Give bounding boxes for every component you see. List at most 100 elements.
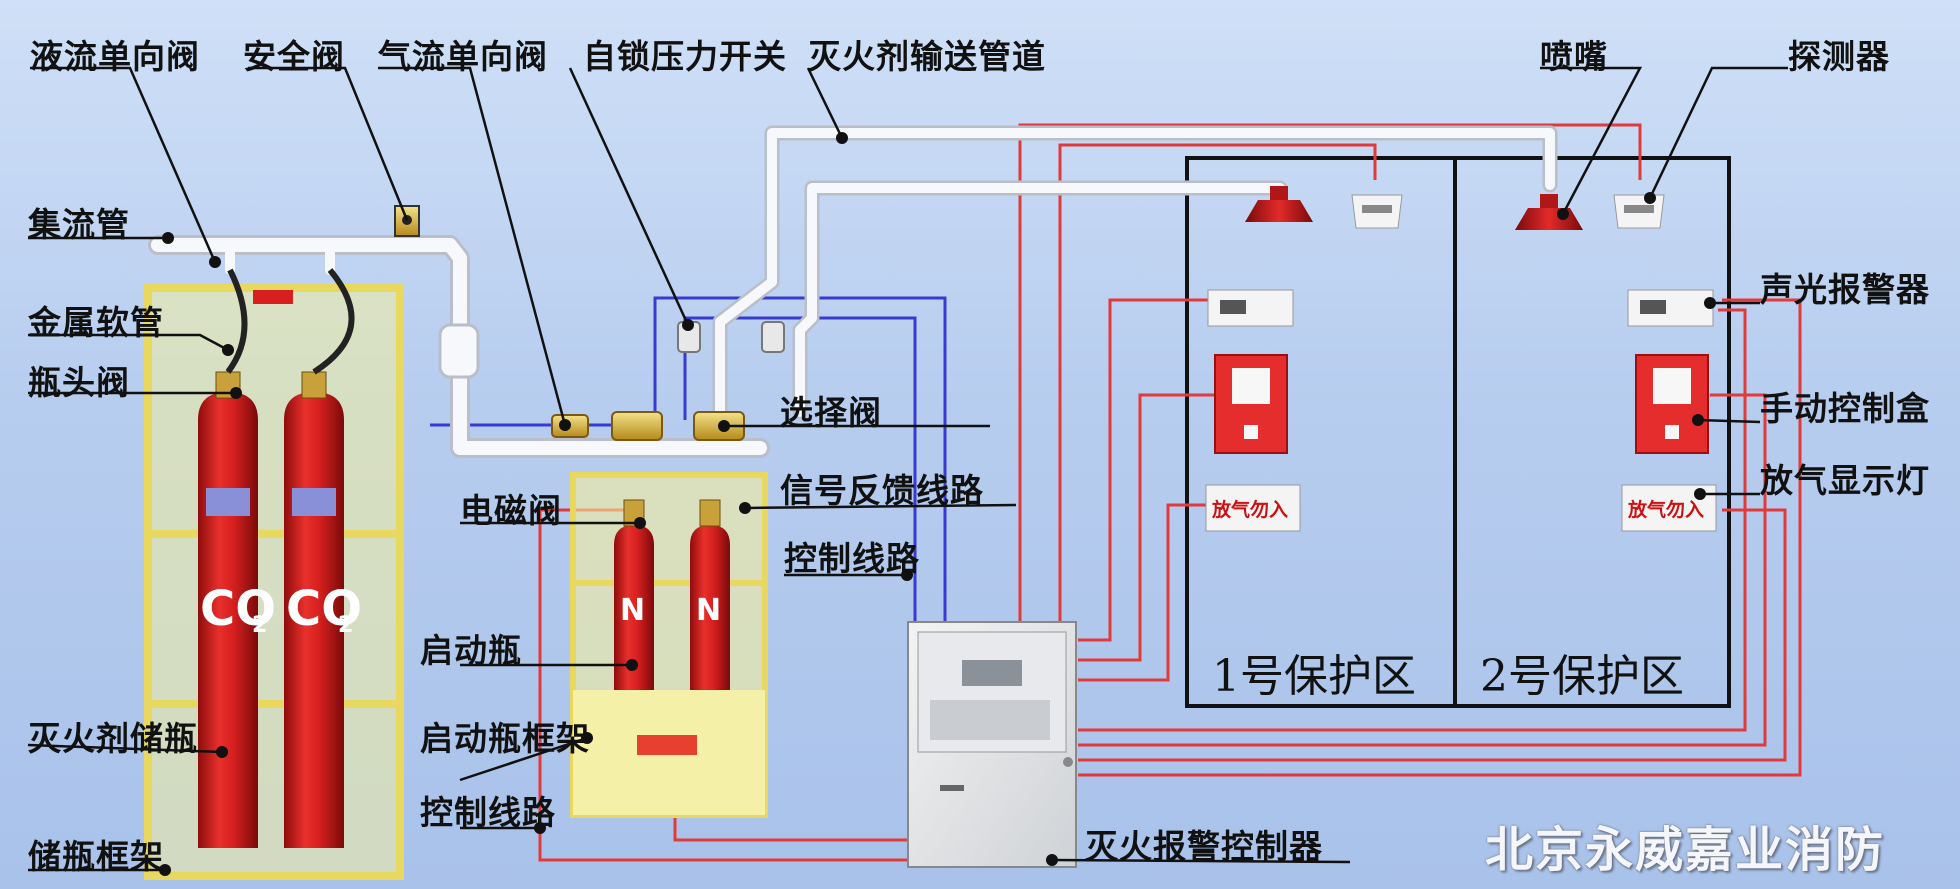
- selector-valve-1: [611, 411, 663, 441]
- n2-bottle-2-valve: [699, 499, 721, 527]
- dot-pressure-switch: [682, 319, 694, 331]
- start-bottle-frame: [570, 472, 768, 818]
- label-liquid-check-valve: 液流单向阀: [30, 37, 200, 76]
- label-solenoid-valve: 电磁阀: [460, 491, 562, 530]
- manifold-fitting: [438, 323, 480, 379]
- controller-screen: [962, 660, 1022, 686]
- alarm-controller: [907, 621, 1077, 868]
- n2-bottle-2-body: [690, 525, 730, 690]
- dot-storage-frame: [159, 864, 171, 876]
- leader-controller: [1051, 858, 1351, 864]
- label-agent-bottle: 灭火剂储瓶: [28, 719, 198, 758]
- dot-solenoid-valve: [634, 517, 646, 529]
- watermark: 北京永威嘉业消防: [1485, 822, 1886, 878]
- dot-detector: [1644, 192, 1656, 204]
- selector-valves: [551, 321, 785, 441]
- dot-delivery-pipe: [836, 132, 848, 144]
- storage-frame-bar-1: [148, 530, 400, 538]
- wire-alarm-2: [1078, 308, 1747, 732]
- co2-bottle-2-sub: 2: [338, 613, 353, 638]
- dot-liquid-check-valve: [209, 256, 221, 268]
- label-storage-frame: 储瓶框架: [28, 837, 164, 876]
- zone2-manual-button: [1665, 425, 1679, 439]
- co2-bottle-2-text: CO: [286, 581, 362, 637]
- wire-lamp-2: [1078, 508, 1787, 762]
- label-alarm: 声光报警器: [1760, 270, 1930, 309]
- dot-control-line-2: [534, 822, 546, 834]
- label-flex-hose: 金属软管: [28, 303, 164, 342]
- label-detector: 探测器: [1788, 37, 1890, 76]
- dot-start-bottle: [626, 659, 638, 671]
- dot-bottle-valve: [230, 387, 242, 399]
- zone1-nozzle-neck: [1270, 186, 1288, 200]
- dot-start-frame: [581, 732, 593, 744]
- leader-start-frame: [459, 736, 588, 782]
- n2-bottle-2: N: [690, 499, 730, 690]
- zones-outline: [1185, 156, 1731, 708]
- controller-keypad: [930, 700, 1050, 740]
- wire-lamp-1: [1078, 503, 1210, 682]
- leader-flex-hose: [28, 333, 229, 352]
- dot-alarm: [1704, 297, 1716, 309]
- zone2-devices: 放气勿入: [1515, 194, 1717, 532]
- leader-detector: [1648, 66, 1788, 199]
- controller-slot: [940, 785, 964, 791]
- zone2-manual-window: [1653, 368, 1691, 404]
- controller-lock: [1063, 757, 1073, 767]
- zone1-devices: 放气勿入: [1205, 186, 1403, 532]
- zone2-release-lamp: [1621, 484, 1717, 532]
- leader-nozzle: [1540, 66, 1643, 215]
- dot-manual-box: [1692, 414, 1704, 426]
- storage-frame-outline: [144, 284, 404, 880]
- dot-release-lamp: [1694, 488, 1706, 500]
- protection-zones: [1185, 156, 1731, 708]
- dot-nozzle: [1557, 208, 1569, 220]
- wire-feedback-b: [653, 296, 947, 625]
- label-feedback-line: 信号反馈线路: [780, 471, 984, 510]
- label-nozzle: 喷嘴: [1540, 37, 1608, 76]
- wire-detector-2: [1018, 123, 1642, 625]
- wire-alarm-1: [1078, 298, 1210, 642]
- leader-gas-check-valve: [378, 66, 567, 426]
- wire-manual-1: [1078, 393, 1218, 662]
- zone1-manual-window: [1232, 368, 1270, 404]
- zone2-release-text: 放气勿入: [1627, 498, 1704, 521]
- start-frame-bar: [573, 580, 765, 586]
- control-wires-red: [538, 123, 1802, 862]
- storage-frame: [144, 284, 404, 880]
- dot-manifold: [162, 232, 174, 244]
- dot-flex-hose: [222, 344, 234, 356]
- co2-bottle-1-sub: 2: [252, 613, 267, 638]
- leader-agent-bottle: [27, 743, 223, 754]
- zone1-release-text: 放气勿入: [1211, 498, 1288, 521]
- label-gas-check-valve: 气流单向阀: [378, 37, 548, 76]
- zone2-nozzle-neck: [1540, 194, 1558, 208]
- dot-controller: [1046, 854, 1058, 866]
- co2-bottle-2-label: [292, 488, 336, 516]
- label-pressure-switch: 自锁压力开关: [583, 37, 787, 76]
- zone2-nozzle: [1515, 208, 1583, 230]
- label-safety-valve: 安全阀: [243, 37, 345, 76]
- label-control-line-2: 控制线路: [420, 793, 556, 832]
- zone2-detector-vent: [1624, 205, 1654, 213]
- n2-bottle-2-text: N: [696, 593, 721, 628]
- storage-frame-bar-2: [148, 700, 400, 708]
- wire-detector-1: [1058, 143, 1377, 625]
- zone1-detector-vent: [1362, 205, 1392, 213]
- flex-hose-2: [312, 268, 355, 375]
- zone2-alarm-speaker: [1640, 300, 1666, 314]
- label-release-lamp: 放气显示灯: [1760, 461, 1930, 500]
- label-bottle-valve: 瓶头阀: [28, 363, 130, 402]
- zone1-manual-button: [1244, 425, 1258, 439]
- label-manual-box: 手动控制盒: [1760, 389, 1930, 428]
- co2-bottle-2-valve: [301, 371, 327, 399]
- label-selector-valve: 选择阀: [780, 393, 882, 432]
- wire-manual-2: [1078, 393, 1767, 747]
- dot-control-line-1: [901, 569, 913, 581]
- co2-bottle-1-text: CO: [200, 581, 276, 637]
- pipe-shadow-1: [712, 125, 1558, 420]
- co2-bottle-2: CO 2: [284, 371, 362, 848]
- co2-bottle-1-label: [206, 488, 250, 516]
- leader-dots: [159, 132, 1716, 876]
